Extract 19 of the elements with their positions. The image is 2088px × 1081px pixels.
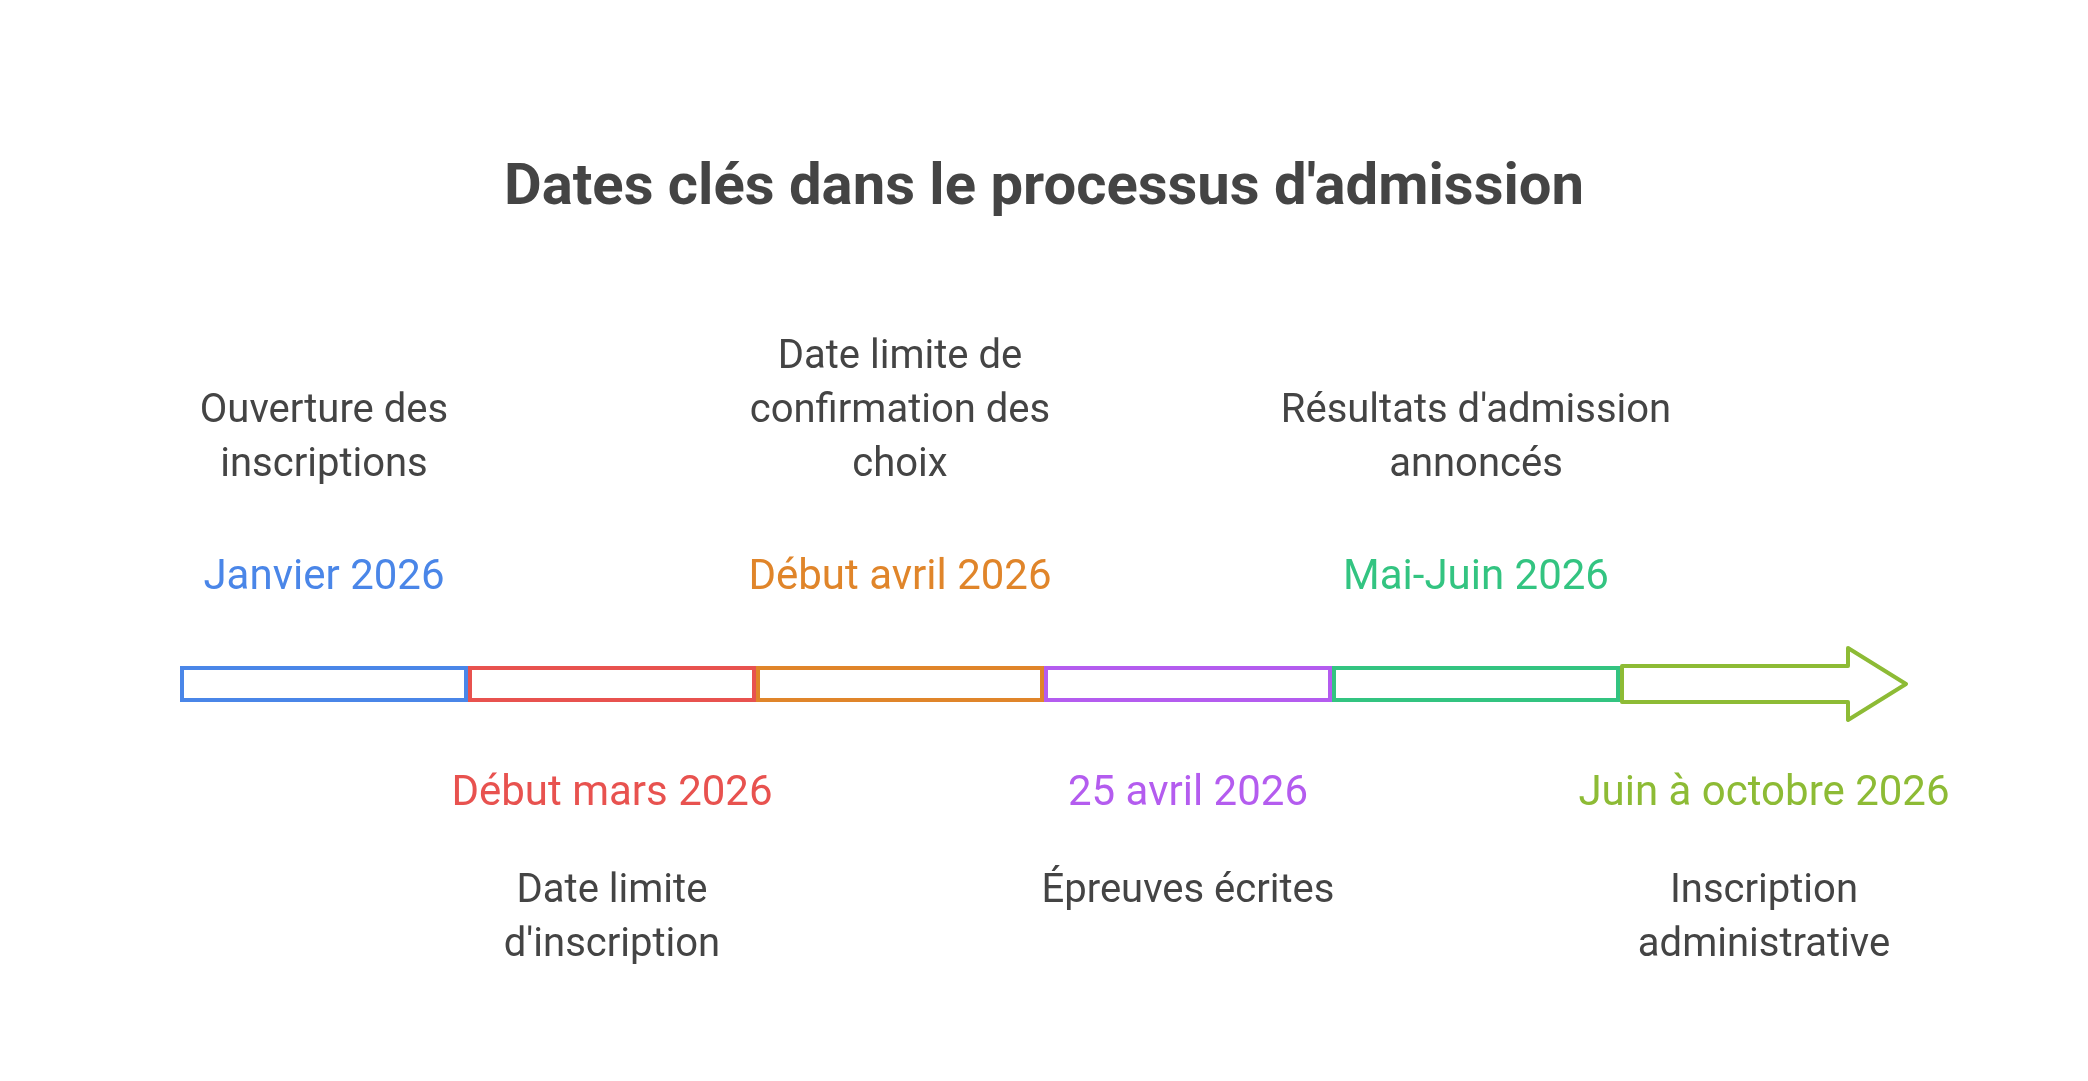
event-description: Date limite de confirmation des choix: [748, 330, 1052, 488]
event-description: Inscription administrative: [1636, 864, 1892, 968]
timeline-segment: [1332, 666, 1620, 702]
event-description: Ouverture des inscriptions: [198, 384, 450, 488]
timeline-segment: [180, 666, 468, 702]
timeline-segment: [756, 666, 1044, 702]
event-description: Résultats d'admission annoncés: [1279, 384, 1673, 488]
diagram-title: Dates clés dans le processus d'admission: [502, 150, 1586, 218]
date-label: Janvier 2026: [202, 549, 446, 601]
date-label: Début mars 2026: [450, 765, 774, 817]
event-description: Épreuves écrites: [1040, 864, 1336, 914]
date-label: Début avril 2026: [747, 549, 1053, 601]
date-label: Mai-Juin 2026: [1342, 549, 1610, 601]
timeline-segment: [1044, 666, 1332, 702]
event-description: Date limite d'inscription: [502, 864, 722, 968]
date-label: Juin à octobre 2026: [1577, 765, 1951, 817]
date-label: 25 avril 2026: [1067, 765, 1309, 817]
timeline-segment: [468, 666, 756, 702]
timeline-arrow-segment: [1620, 646, 1908, 722]
